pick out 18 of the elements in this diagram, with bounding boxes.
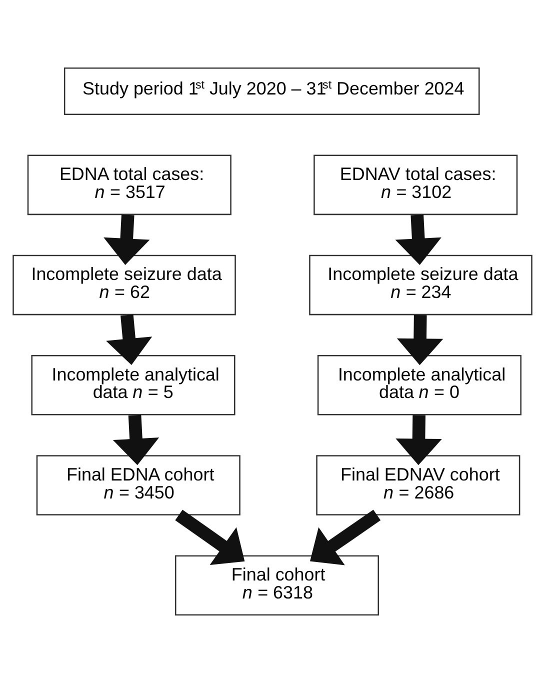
- node-box: Incomplete seizure data n = 62: [12, 254, 236, 316]
- node-box: Final EDNA cohort n = 3450: [36, 455, 240, 516]
- arrow: [175, 510, 245, 566]
- node-box: EDNAV total cases: n = 3102: [314, 154, 518, 216]
- node-box: Final EDNAV cohort n = 2686: [316, 455, 520, 516]
- node-box: Study period 1$^{st}$ July 2020 – 31$^{st}$ December 2024: [64, 68, 480, 115]
- arrow: [310, 510, 381, 566]
- arrow: [395, 214, 442, 265]
- node-box: Final cohort n = 6318: [174, 555, 380, 616]
- arrow: [396, 415, 442, 466]
- node-box: Incomplete analytical data n = 0: [317, 354, 522, 416]
- arrow: [104, 214, 150, 265]
- arrow: [106, 314, 152, 366]
- arrow: [396, 314, 444, 366]
- arrow: [112, 414, 160, 466]
- node-box: Incomplete seizure data n = 234: [309, 254, 532, 316]
- node-box: Incomplete analytical data n = 5: [31, 354, 236, 416]
- node-box: EDNA total cases: n = 3517: [27, 154, 232, 216]
